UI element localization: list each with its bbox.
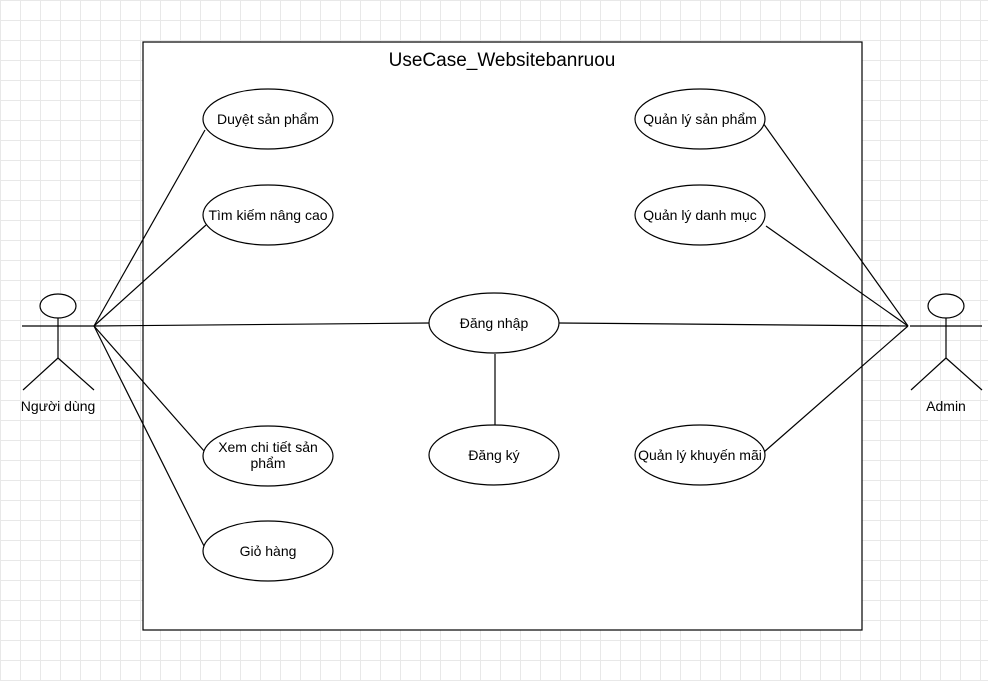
uc-manage-promotions[interactable] [634, 424, 766, 486]
actor-user-label: Người dùng [21, 398, 96, 414]
assoc-admin-categories [765, 225, 909, 327]
actor-user[interactable] [22, 293, 95, 391]
assoc-user-cart [93, 325, 206, 549]
uc-product-detail-label-line2: phẩm [250, 455, 285, 471]
admin-associations [558, 122, 909, 453]
uc-manage-products-label: Quản lý sản phẩm [643, 111, 757, 127]
system-title: UseCase_Websitebanruou [389, 50, 616, 71]
uc-register-label: Đăng ký [468, 447, 519, 463]
actor-admin-label: Admin [926, 398, 966, 414]
uc-manage-categories-label: Quản lý danh mục [643, 207, 757, 223]
uc-advanced-search[interactable] [202, 184, 334, 246]
actor-admin-head [927, 293, 965, 319]
actor-user-leg-left [22, 357, 59, 391]
assoc-admin-products [762, 122, 909, 327]
assoc-user-browse [93, 129, 206, 327]
assoc-user-login [93, 322, 430, 327]
uc-manage-promotions-label: Quản lý khuyến mãi [638, 447, 762, 463]
user-associations [93, 129, 430, 549]
uc-login[interactable] [428, 292, 560, 354]
uc-product-detail[interactable] [202, 425, 334, 487]
assoc-user-detail [93, 325, 206, 453]
uc-login-label: Đăng nhập [460, 315, 529, 331]
assoc-user-search [93, 224, 207, 327]
uc-product-detail-label-line1: Xem chi tiết sản [218, 439, 318, 455]
actor-admin[interactable] [910, 293, 983, 391]
uc-advanced-search-label: Tìm kiếm nâng cao [208, 207, 327, 223]
actor-user-leg-right [57, 357, 95, 391]
uc-browse-products-label: Duyệt sản phẩm [217, 111, 319, 127]
uc-manage-categories[interactable] [634, 184, 766, 246]
actor-user-head [39, 293, 77, 319]
uc-cart[interactable] [202, 520, 334, 582]
uc-register[interactable] [428, 424, 560, 486]
assoc-admin-login [558, 322, 909, 327]
uc-manage-products[interactable] [634, 88, 766, 150]
uc-cart-label: Giỏ hàng [240, 543, 297, 559]
uc-browse-products[interactable] [202, 88, 334, 150]
actor-admin-leg-right [945, 357, 983, 391]
actor-admin-leg-left [910, 357, 947, 391]
assoc-admin-promotions [763, 325, 909, 453]
